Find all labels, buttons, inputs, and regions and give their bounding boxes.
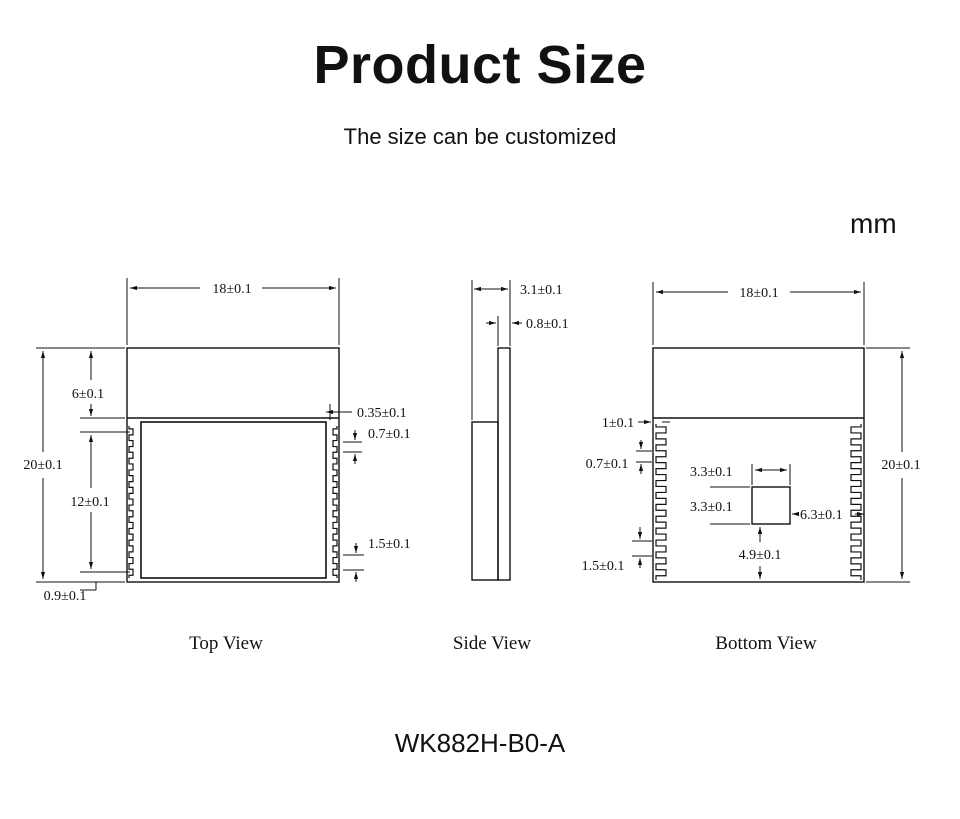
- side-view: 3.1±0.1 0.8±0.1 Side View: [453, 280, 569, 654]
- top-pad-gap-dim: 0.35±0.1: [357, 406, 407, 421]
- bottom-gnd-right-dim: 6.3±0.1: [800, 508, 843, 523]
- top-shield-height-dim: 12±0.1: [70, 495, 109, 510]
- bottom-module-outline: [652, 347, 865, 583]
- castellated-pads: [332, 426, 338, 578]
- bottom-gnd-width-dim: 3.3±0.1: [690, 465, 733, 480]
- side-thickness-dim: 3.1±0.1: [520, 283, 563, 298]
- bottom-pad-width-dim: 0.7±0.1: [586, 457, 629, 472]
- top-view-label: Top View: [189, 633, 263, 654]
- bottom-width-dim: 18±0.1: [739, 286, 778, 301]
- top-height-dim: 20±0.1: [23, 458, 62, 473]
- side-view-label: Side View: [453, 633, 531, 654]
- top-shield-can: [140, 421, 327, 579]
- top-width-dim: 18±0.1: [212, 282, 251, 297]
- bottom-gnd-pad: [751, 486, 791, 525]
- top-bottom-margin-dim: 0.9±0.1: [44, 589, 87, 604]
- top-view: 18±0.1 20±0.1 6±0.1 12±0.1 0.9±0.1 0.35±…: [23, 278, 411, 654]
- top-shield-offset-dim: 6±0.1: [72, 387, 104, 402]
- top-module-outline: [126, 347, 340, 583]
- bottom-gnd-height-dim: 3.3±0.1: [690, 500, 733, 515]
- bottom-height-dim: 20±0.1: [881, 458, 920, 473]
- bottom-pads-left: [655, 424, 667, 580]
- page-title: Product Size: [313, 35, 647, 95]
- castellated-pads: [850, 424, 862, 580]
- bottom-pads-right: [850, 424, 862, 580]
- top-pad-width-dim: 0.7±0.1: [368, 427, 411, 442]
- side-pcb-outline: [497, 347, 511, 581]
- top-pad-pitch-dim: 1.5±0.1: [368, 537, 411, 552]
- side-pcb-dim: 0.8±0.1: [526, 317, 569, 332]
- top-pads-right: [332, 426, 338, 578]
- side-shield-outline: [471, 421, 499, 581]
- model-number: WK882H-B0-A: [394, 728, 566, 758]
- bottom-view-label: Bottom View: [715, 633, 817, 654]
- page-subtitle: The size can be customized: [343, 124, 617, 149]
- unit-label: mm: [850, 208, 897, 239]
- bottom-view: 18±0.1 20±0.1 1±0.1 0.7±0.1 1.5±0.1 3.3±…: [582, 282, 921, 654]
- castellated-pads: [128, 426, 134, 578]
- top-pads-left: [128, 426, 134, 578]
- castellated-pads: [655, 424, 667, 580]
- bottom-gnd-bottom-dim: 4.9±0.1: [739, 548, 782, 563]
- bottom-pad-pitch-dim: 1.5±0.1: [582, 559, 625, 574]
- bottom-pad-edge-dim: 1±0.1: [602, 416, 634, 431]
